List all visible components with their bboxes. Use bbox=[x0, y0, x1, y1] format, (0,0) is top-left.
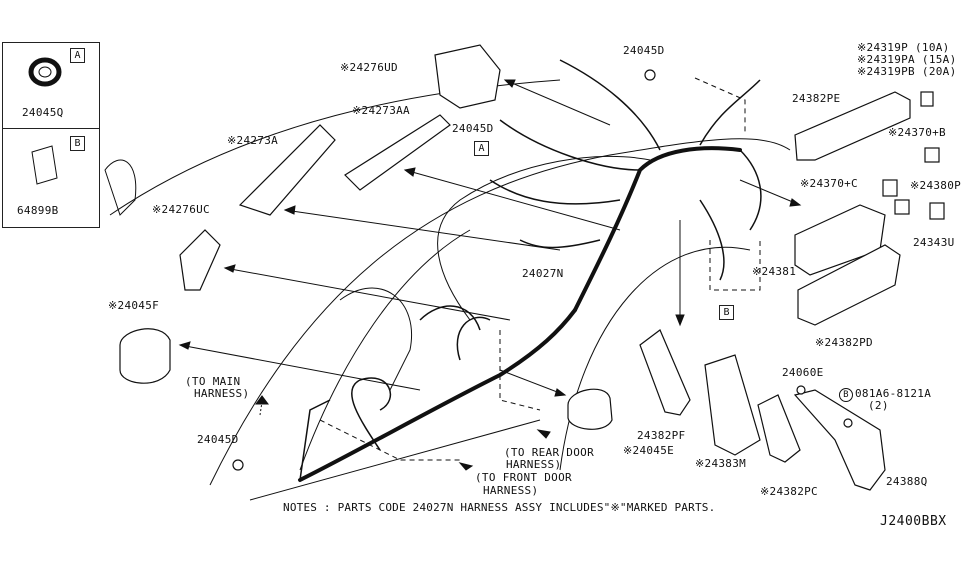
part-24388q-shape bbox=[793, 389, 886, 491]
label-to-rear-2: HARNESS) bbox=[506, 458, 562, 471]
part-24382pe-shape bbox=[794, 91, 911, 161]
label-to-main-1: (TO MAIN bbox=[185, 375, 241, 388]
part-24045f-shape bbox=[119, 328, 171, 384]
part-24370b-shape bbox=[924, 147, 940, 163]
label-24276ud: ※24276UD bbox=[340, 61, 398, 74]
part-24060e-shape bbox=[796, 385, 806, 395]
part-24370c-shape bbox=[882, 179, 898, 197]
part-24276uc-shape bbox=[179, 229, 221, 291]
label-24381: ※24381 bbox=[752, 265, 797, 278]
rocker-line bbox=[249, 419, 541, 501]
label-24060e: 24060E bbox=[782, 366, 824, 379]
inset-tag-a: A bbox=[70, 48, 85, 63]
label-to-main-2: HARNESS) bbox=[194, 387, 250, 400]
label-24319p: ※24319P (10A) bbox=[857, 41, 950, 54]
bolt-circle-mark: B bbox=[839, 388, 853, 402]
label-24382pd: ※24382PD bbox=[815, 336, 873, 349]
tag-a-main: A bbox=[474, 141, 489, 156]
label-24045d-top: 24045D bbox=[623, 44, 665, 57]
roof-line bbox=[109, 79, 561, 216]
label-24370b: ※24370+B bbox=[888, 126, 946, 139]
label-to-front-2: HARNESS) bbox=[483, 484, 539, 497]
label-24027n: 24027N bbox=[522, 267, 564, 280]
label-24273a: ※24273A bbox=[227, 134, 279, 147]
label-24319pa: ※24319PA (15A) bbox=[857, 53, 957, 66]
pad-icon bbox=[31, 145, 58, 185]
label-24343u: 24343U bbox=[913, 236, 955, 249]
harness-trunk-upper bbox=[573, 146, 742, 312]
tag-b-main: B bbox=[719, 305, 734, 320]
bolt-shape bbox=[843, 418, 853, 428]
part-24273a-shape bbox=[238, 124, 336, 216]
label-24382pf: 24382PF bbox=[637, 429, 686, 442]
label-24382pc: ※24382PC bbox=[760, 485, 818, 498]
part-24382pd-shape bbox=[797, 244, 901, 326]
part-24319-fuse-shape bbox=[920, 91, 934, 107]
part-24045d-low-shape bbox=[232, 459, 244, 471]
label-64899b: 64899B bbox=[17, 204, 59, 217]
label-24370c: ※24370+C bbox=[800, 177, 858, 190]
label-24045d-mid: 24045D bbox=[452, 122, 494, 135]
diagram-code: J2400BBX bbox=[880, 514, 947, 529]
label-to-rear-1: (TO REAR DOOR bbox=[504, 446, 594, 459]
grommet-icon bbox=[28, 57, 62, 87]
label-24319pb: ※24319PB (20A) bbox=[857, 65, 957, 78]
part-24382pf-shape bbox=[639, 329, 691, 416]
label-bolt-code: 081A6-8121A bbox=[855, 387, 932, 400]
part-24045e-shape bbox=[567, 388, 613, 430]
part-24380p-shape bbox=[894, 199, 910, 215]
label-to-front-1: (TO FRONT DOOR bbox=[475, 471, 572, 484]
notes-text: NOTES : PARTS CODE 24027N HARNESS ASSY I… bbox=[283, 501, 716, 514]
inset-tag-b: B bbox=[70, 136, 85, 151]
label-24045d-low: 24045D bbox=[197, 433, 239, 446]
label-24380p: ※24380P bbox=[910, 179, 962, 192]
label-24382pe: 24382PE bbox=[792, 92, 841, 105]
rear-door-line bbox=[339, 287, 412, 391]
harness-trunk-lower bbox=[298, 308, 577, 482]
label-24045f: ※24045F bbox=[108, 299, 160, 312]
part-24343u-shape bbox=[929, 202, 945, 220]
pillar-line bbox=[299, 229, 471, 471]
body-side-line bbox=[209, 138, 791, 486]
part-24276ud-shape bbox=[434, 44, 501, 109]
label-24273aa: ※24273AA bbox=[352, 104, 410, 117]
part-24045d-top-shape bbox=[644, 69, 656, 81]
label-bolt-qty: (2) bbox=[868, 399, 889, 412]
door-opening bbox=[437, 155, 651, 321]
label-24388q: 24388Q bbox=[886, 475, 928, 488]
label-24045q: 24045Q bbox=[22, 106, 64, 119]
part-24273aa-shape bbox=[344, 114, 451, 191]
inset-artwork bbox=[28, 57, 62, 185]
label-24276uc: ※24276UC bbox=[152, 203, 210, 216]
part-24383m-shape bbox=[704, 354, 761, 456]
quarter-window bbox=[104, 159, 137, 216]
part-24382pc-shape bbox=[757, 394, 801, 463]
label-24045e: ※24045E bbox=[623, 444, 675, 457]
label-24383m: ※24383M bbox=[695, 457, 747, 470]
